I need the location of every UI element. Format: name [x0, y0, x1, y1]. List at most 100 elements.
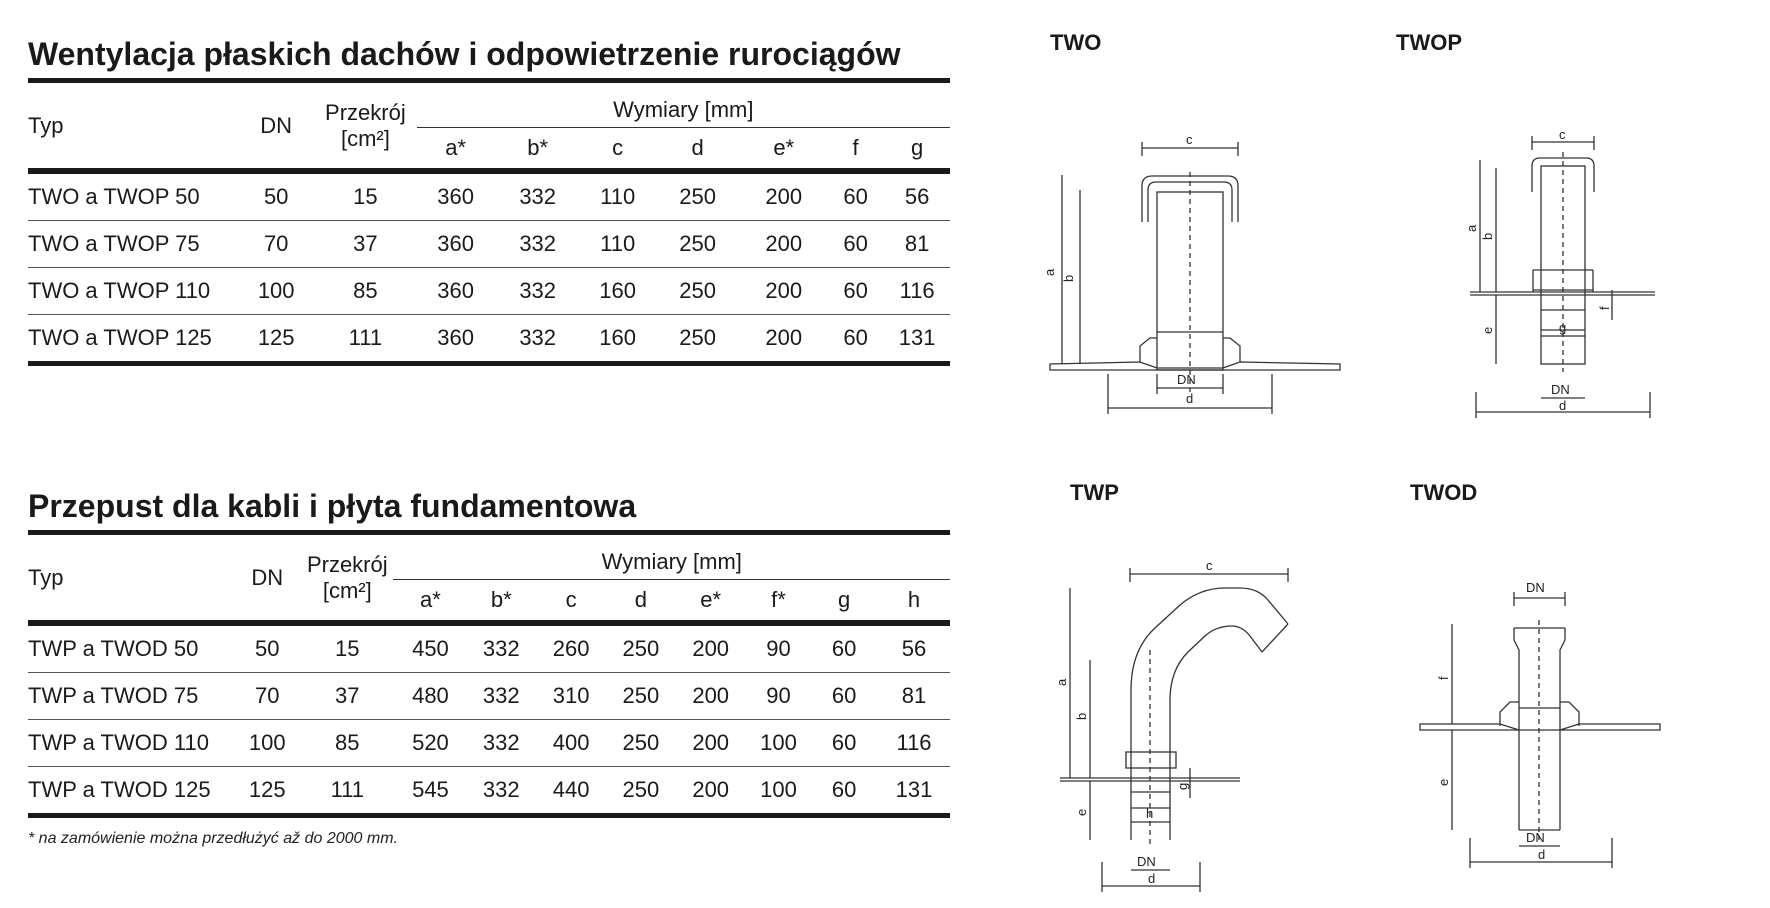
- cell-b: 332: [494, 171, 581, 221]
- drawing-title-twp: TWP: [1070, 480, 1119, 505]
- cell-h: 131: [878, 766, 950, 818]
- cell-przekroj: 15: [301, 623, 394, 673]
- twop-label-dn: DN: [1551, 382, 1570, 397]
- twod-label-e: e: [1436, 779, 1451, 786]
- title-rule: [28, 530, 950, 535]
- twp-elbow-inner: [1169, 625, 1263, 840]
- twop-label-e: e: [1480, 327, 1495, 334]
- cell-dn: 70: [238, 220, 315, 268]
- cell-dn: 50: [233, 623, 302, 673]
- header-typ: Typ: [28, 535, 234, 626]
- cell-typ: TWP a TWOD 125: [28, 766, 234, 818]
- cell-b: 332: [494, 267, 581, 315]
- cell-d: 250: [607, 672, 675, 720]
- cell-d: 250: [654, 267, 741, 315]
- cell-a: 520: [393, 719, 468, 767]
- twod-label-f: f: [1436, 676, 1451, 680]
- cell-d: 250: [607, 623, 675, 673]
- cell-c: 440: [535, 766, 608, 818]
- header-col-e: e*: [740, 127, 827, 174]
- cell-przekroj: 111: [301, 766, 394, 818]
- cell-d: 250: [654, 314, 741, 366]
- twod-label-dn-bottom: DN: [1526, 830, 1545, 845]
- header-col-c: c: [535, 579, 608, 626]
- cell-przekroj: 111: [314, 314, 417, 366]
- cell-d: 250: [607, 766, 675, 818]
- twp-label-c: c: [1206, 558, 1213, 573]
- cell-g: 60: [810, 672, 879, 720]
- cell-typ: TWO a TWOP 125: [28, 314, 239, 366]
- spec-table-ventilation: Typ DN Przekrój [cm²] Wymiary [mm] a*b*c…: [28, 83, 950, 366]
- header-przekroj-line1: Przekrój: [306, 551, 388, 577]
- header-col-d: d: [607, 579, 675, 626]
- footnote: * na zamówienie można przedłużyć až do 2…: [28, 830, 398, 847]
- header-col-b: b*: [467, 579, 536, 626]
- cell-h: 81: [878, 672, 950, 720]
- twop-label-f: f: [1597, 306, 1612, 310]
- cell-przekroj: 37: [314, 220, 417, 268]
- cell-e: 200: [674, 719, 747, 767]
- cell-g: 81: [884, 220, 950, 268]
- two-label-c: c: [1186, 132, 1193, 147]
- cell-e: 200: [740, 171, 827, 221]
- cell-a: 545: [393, 766, 468, 818]
- cell-a: 360: [416, 267, 495, 315]
- two-label-b: b: [1061, 275, 1076, 282]
- twp-label-b: b: [1074, 713, 1089, 720]
- cell-przekroj: 85: [314, 267, 417, 315]
- cell-dn: 50: [238, 171, 315, 221]
- cell-f: 100: [746, 719, 811, 767]
- header-wymiary: Wymiary [mm]: [393, 535, 950, 580]
- header-przekroj-line2: [cm²]: [340, 125, 390, 151]
- header-przekroj-line1: Przekrój: [325, 99, 406, 125]
- cell-przekroj: 15: [314, 171, 417, 221]
- cell-typ: TWP a TWOD 75: [28, 672, 234, 720]
- cell-g: 116: [884, 267, 950, 315]
- title-rule: [28, 78, 950, 83]
- header-col-d: d: [654, 127, 741, 174]
- drawing-title-twop: TWOP: [1396, 30, 1462, 55]
- cell-f: 100: [746, 766, 811, 818]
- cell-a: 360: [416, 314, 495, 366]
- cell-g: 56: [884, 171, 950, 221]
- header-przekroj: Przekrój [cm²]: [301, 535, 394, 626]
- twop-cap: [1531, 157, 1595, 192]
- technical-drawings: TWO a b c: [1000, 0, 1770, 908]
- two-label-dn: DN: [1177, 372, 1196, 387]
- header-col-c: c: [580, 127, 655, 174]
- header-wymiary: Wymiary [mm]: [416, 83, 950, 128]
- cell-c: 260: [535, 623, 608, 673]
- cell-dn: 100: [238, 267, 315, 315]
- twp-label-h: h: [1146, 806, 1153, 821]
- cell-dn: 125: [238, 314, 315, 366]
- section-cable-passage: Przepust dla kabli i płyta fundamentowa …: [28, 482, 950, 818]
- twp-label-dn: DN: [1137, 854, 1156, 869]
- cell-a: 360: [416, 171, 495, 221]
- drawing-two: TWO a b c: [1042, 30, 1341, 414]
- header-col-g: g: [810, 579, 879, 626]
- twop-label-g: g: [1559, 320, 1566, 335]
- cell-e: 200: [740, 314, 827, 366]
- header-dn: DN: [233, 535, 302, 626]
- cell-f: 60: [826, 220, 885, 268]
- section-roof-ventilation: Wentylacja płaskich dachów i odpowietrze…: [28, 30, 950, 366]
- drawing-twp: TWP a b e g h: [1054, 480, 1289, 892]
- cell-a: 360: [416, 220, 495, 268]
- twp-label-e: e: [1074, 809, 1089, 816]
- twod-pipe-right: [1559, 628, 1566, 830]
- header-col-f: f: [826, 127, 885, 174]
- twp-elbow-outer: [1130, 587, 1289, 840]
- header-typ: Typ: [28, 83, 239, 174]
- cell-f: 60: [826, 267, 885, 315]
- cell-e: 200: [740, 220, 827, 268]
- header-col-a: a*: [416, 127, 495, 174]
- twp-label-d: d: [1148, 871, 1155, 886]
- twop-label-c: c: [1559, 127, 1566, 142]
- twod-label-dn-top: DN: [1526, 580, 1545, 595]
